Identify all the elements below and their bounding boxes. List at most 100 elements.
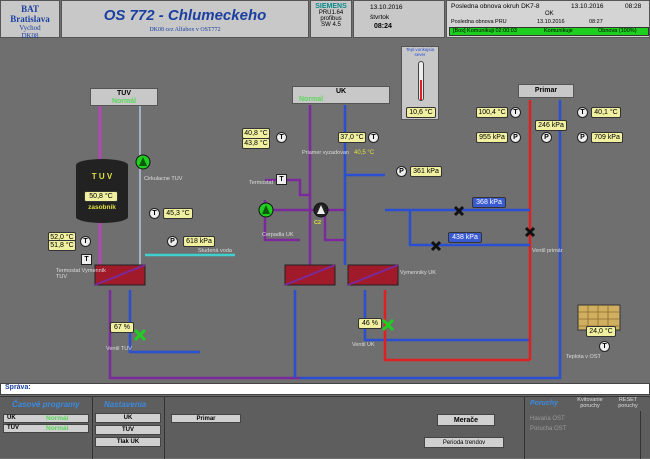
flow-2: 438 kPa: [448, 232, 482, 243]
ost-temp: 24,0 °C: [586, 326, 616, 337]
message-bar: Správa:: [0, 383, 650, 395]
outdoor-value: 10,6 °C: [406, 107, 436, 118]
uk-temp-sensor-a: T: [276, 132, 287, 143]
tank-temp: 50,8 °C: [84, 191, 118, 202]
page-title: OS 772 - Chlumeckeho: [103, 7, 267, 24]
primar-pressure-sensor-left: P: [510, 132, 521, 143]
uk-valve-label: Ventil UK: [352, 342, 375, 348]
primar-temp-right: 40,1 °C: [591, 107, 621, 118]
region-name: Vychod: [19, 24, 41, 32]
company-name: BAT Bratislava: [10, 4, 50, 24]
primar-section-box: Primar: [518, 84, 574, 98]
plc-box: SIEMENS PRU1.64 profibus SW 4.5: [310, 0, 352, 38]
primar-valve-label: Ventil primár: [532, 248, 563, 254]
program-state: Normál: [46, 415, 69, 422]
uk-pressure: 361 kPa: [410, 166, 442, 177]
station-code: DK08: [21, 32, 39, 40]
tuv-valve-pct: 67 %: [110, 322, 134, 333]
divider-4: [640, 411, 641, 459]
refresh-pru-date: 13.10.2016: [537, 19, 565, 25]
tuv-pressure: 618 kPa: [183, 236, 215, 247]
ost-label: Teplota v OST: [566, 354, 601, 360]
uk-temp-b: 37,0 °C: [338, 132, 366, 143]
refresh-pru-label: Posledna obnova PRU: [451, 19, 507, 25]
tuv-thermostat-icon: T: [81, 254, 92, 265]
datetime-box: 13.10.2016 štvrtok 08:24: [353, 0, 445, 38]
tuv-pressure-sensor: P: [167, 236, 178, 247]
uk-valve-pct: 46 %: [358, 318, 382, 329]
uk-title: UK: [335, 88, 347, 95]
status-box: Posledna obnova okruh DK7-8 13.10.2016 0…: [446, 0, 650, 38]
primar-pressure-right: 709 kPa: [591, 132, 623, 143]
page-subtitle: DK08 cez Alfabox v OST772: [149, 27, 221, 33]
comm-bar: [Box] Komunikuji 02:00:03 Komunikuje Obn…: [449, 27, 649, 36]
program-name: UK: [7, 415, 16, 421]
refresh-circuit-date: 13.10.2016: [571, 3, 604, 10]
primar-pressure-sensor-right: P: [577, 132, 588, 143]
primar-temp-sensor-left: T: [510, 107, 521, 118]
program-row-uk[interactable]: UK Normál: [3, 414, 89, 423]
primar-temp-sensor-right: T: [577, 107, 588, 118]
merace-button[interactable]: Merače: [437, 414, 495, 426]
program-row-tuv[interactable]: TUV Normál: [3, 424, 89, 433]
fault-1: Havaria OST: [530, 416, 565, 422]
time: 08:24: [374, 23, 392, 30]
primar-pressure-left: 955 kPa: [476, 132, 508, 143]
message-label: Správa:: [5, 384, 31, 391]
tuv-temp-left2: 51,8 °C: [48, 240, 76, 251]
circ-pump-label: Cirkulacne TUV: [144, 176, 183, 182]
pipe-diagram: [76, 100, 621, 380]
tuv-title: TUV: [117, 90, 131, 97]
uk-pumps-label: Cerpadla UK: [262, 232, 294, 238]
ost-temp-sensor: T: [599, 341, 610, 352]
tuv-section-box: TUV Normál: [90, 88, 158, 106]
primar-button[interactable]: Primar: [171, 414, 241, 423]
trend-period-button[interactable]: Perioda trendov: [424, 437, 504, 448]
flow-1: 368 kPa: [472, 197, 506, 208]
refresh-circuit-ok: OK: [545, 11, 554, 17]
program-name: TUV: [7, 425, 19, 431]
outdoor-label: Tepl.vonkajsia sever: [405, 47, 435, 57]
uk-state: Normal: [299, 96, 324, 103]
ack-label[interactable]: Kvitovanie poruchy: [577, 397, 603, 409]
plc-bus: profibus: [320, 16, 342, 22]
uk-pump2-label: C2: [314, 220, 322, 226]
program-state: Normál: [46, 425, 69, 432]
settings-title: Nastavenia: [104, 400, 147, 409]
divider-1: [92, 397, 93, 459]
refresh-circuit-time: 08:28: [625, 3, 642, 10]
comm-refresh: Obnova (100%): [598, 28, 637, 34]
thermometer-icon: [418, 61, 424, 101]
settings-tuv-button[interactable]: TUV: [95, 425, 161, 435]
comm-state: Komunikuje: [544, 28, 573, 34]
refresh-pru-time: 08:27: [589, 19, 603, 25]
header-title-box: OS 772 - Chlumeckeho DK08 cez Alfabox v …: [61, 0, 309, 38]
date: 13.10.2016: [370, 4, 403, 11]
faults-title: Poruchy: [530, 400, 559, 407]
ost-building-icon: [577, 304, 621, 331]
settings-uk-button[interactable]: UK: [95, 413, 161, 423]
tuv-thermostat-label: Termostat Vymenník TUV: [56, 268, 106, 280]
header-company-box: BAT Bratislava Vychod DK08: [0, 0, 60, 40]
settings-tlak-uk-button[interactable]: Tlak UK: [95, 437, 161, 447]
programs-title: Časové programy: [12, 400, 80, 409]
tuv-temp-sensor-left: T: [80, 236, 91, 247]
primar-temp-left: 100,4 °C: [476, 107, 508, 118]
primar-req-label: Priamer vyzadovan: [302, 150, 350, 156]
tuv-temp-sensor-right: T: [149, 208, 160, 219]
tank-label: T U V: [91, 172, 113, 181]
uk-temp-sensor-b: T: [368, 132, 379, 143]
reset-label[interactable]: RESET poruchy: [618, 397, 638, 409]
primar-title: Primar: [534, 87, 558, 94]
cold-water-label: Studená voda: [198, 248, 232, 254]
uk-exchanger-label: Vymenniky UK: [400, 270, 436, 276]
uk-section-box: UK Normal: [292, 86, 390, 104]
primar-pressure-sensor-mid: P: [541, 132, 552, 143]
bottom-panel: Časové programy UK Normál TUV Normál Nas…: [0, 396, 650, 459]
weekday: štvrtok: [370, 14, 390, 21]
divider-3: [524, 397, 525, 459]
refresh-circuit-label: Posledna obnova okruh DK7-8: [451, 3, 540, 10]
divider-2: [164, 397, 165, 459]
primar-pressure-mid: 246 kPa: [535, 120, 567, 131]
fault-2: Porucha OST: [530, 426, 567, 432]
